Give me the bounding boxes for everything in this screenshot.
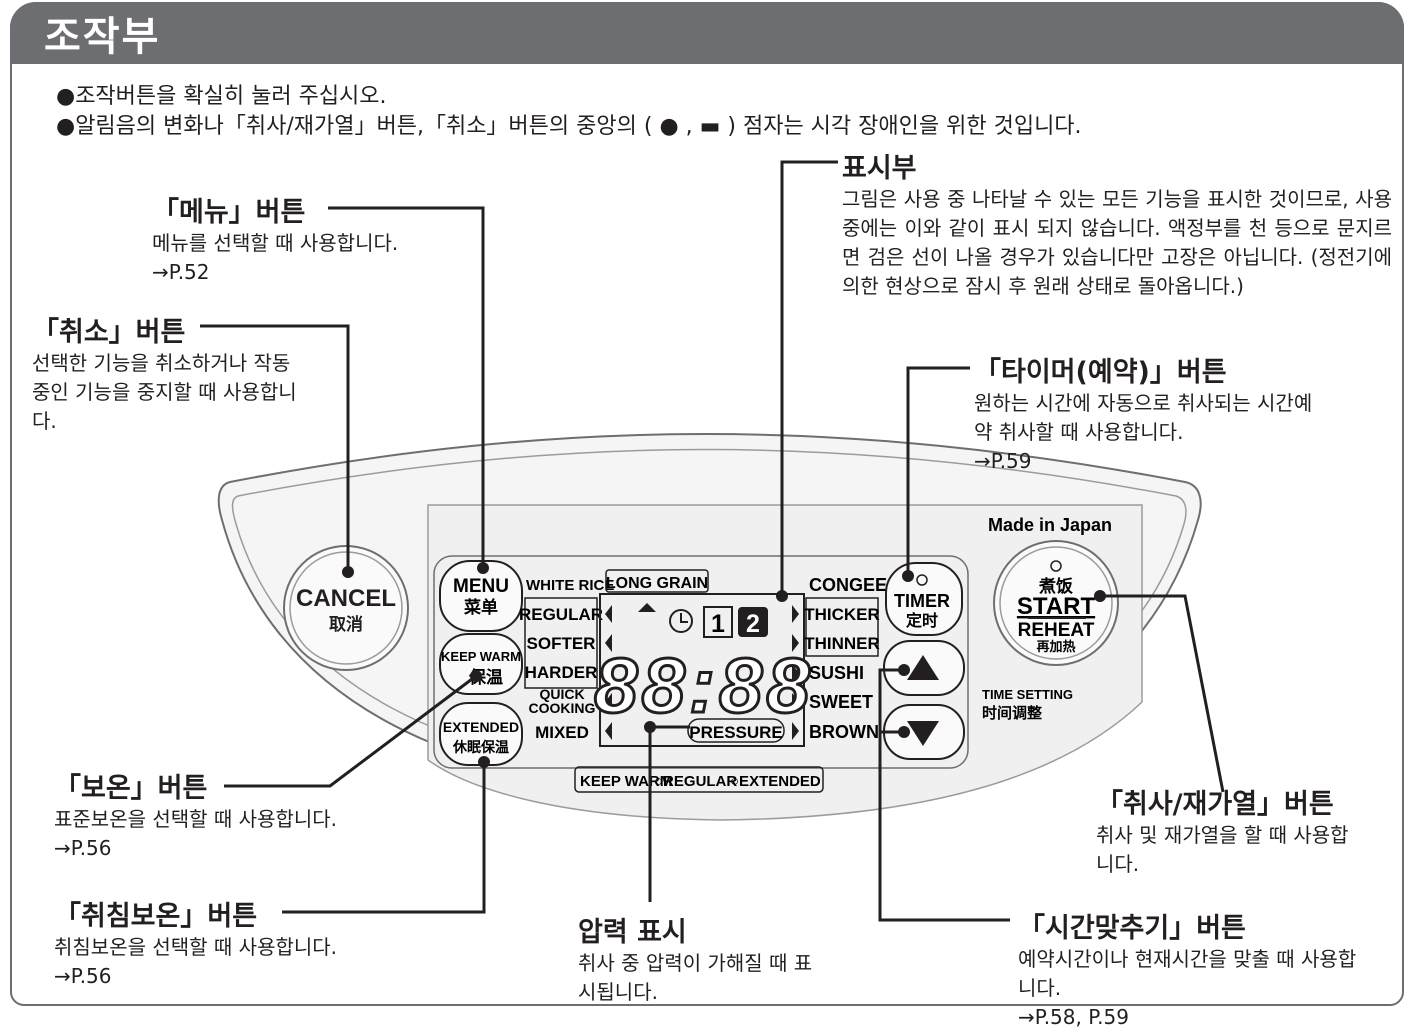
- callout-pressure-title: 압력 표시: [578, 917, 687, 948]
- svg-text:SOFTER: SOFTER: [527, 634, 596, 653]
- callout-timer-title: 「타이머(예약)」버튼: [974, 357, 1227, 388]
- svg-text:MIXED: MIXED: [535, 723, 589, 742]
- svg-text:菜单: 菜单: [463, 597, 498, 617]
- svg-text:THINNER: THINNER: [804, 634, 880, 653]
- svg-text:EXTENDED: EXTENDED: [443, 719, 519, 735]
- svg-text:○REGULAR: ○REGULAR: [654, 773, 737, 790]
- callout-start: 「취사/재가열」버튼 취사 및 재가열을 할 때 사용합니다.: [1096, 782, 1366, 879]
- callout-keepwarm-title: 「보온」버튼: [54, 773, 208, 804]
- callout-keepwarm: 「보온」버튼 표준보온을 선택할 때 사용합니다. →P.56: [54, 766, 434, 863]
- svg-text:休眠保温: 休眠保温: [452, 739, 509, 755]
- page-frame: [10, 2, 1404, 1006]
- cancel-button-cn: 取消: [329, 614, 363, 634]
- callout-menu-ref: →P.52: [152, 260, 210, 284]
- svg-text:SWEET: SWEET: [809, 692, 873, 712]
- svg-text:WHITE RICE: WHITE RICE: [526, 577, 614, 594]
- callout-extended-desc: 취침보온을 선택할 때 사용합니다.: [54, 935, 338, 959]
- control-panel-illustration: CANCEL 取消 MENU 菜单 KEEP WARM 保温 EXTENDED …: [200, 160, 1225, 922]
- svg-text:HARDER: HARDER: [525, 663, 598, 682]
- callout-pressure-desc: 취사 중 압력이 가해질 때 표시됩니다.: [578, 951, 813, 1004]
- section-title: 조작부: [44, 14, 161, 60]
- cancel-button-ring: [283, 545, 409, 671]
- callout-start-title: 「취사/재가열」버튼: [1096, 789, 1334, 820]
- cancel-button-en: CANCEL: [296, 585, 396, 612]
- callout-menu: 「메뉴」버튼 메뉴를 선택할 때 사용합니다. →P.52: [152, 190, 472, 287]
- callout-display-title: 표시부: [842, 153, 917, 184]
- callout-cancel-title: 「취소」버튼: [32, 317, 186, 348]
- callout-keepwarm-ref: →P.56: [54, 836, 112, 860]
- callout-timeset-title: 「시간맞추기」버튼: [1018, 913, 1246, 944]
- callout-display: 표시부 그림은 사용 중 나타날 수 있는 모든 기능을 표시한 것이므로, 사…: [842, 146, 1392, 301]
- svg-text:时间调整: 时间调整: [982, 704, 1042, 722]
- svg-text:再加热: 再加热: [1036, 639, 1075, 654]
- callout-pressure: 압력 표시 취사 중 압력이 가해질 때 표시됩니다.: [578, 910, 818, 1007]
- callout-keepwarm-desc: 표준보온을 선택할 때 사용합니다.: [54, 807, 338, 831]
- svg-text:COOKING: COOKING: [529, 700, 596, 716]
- triangle-down-icon: [907, 721, 939, 746]
- callout-extended-ref: →P.56: [54, 964, 112, 988]
- svg-text:MENU: MENU: [453, 576, 509, 597]
- svg-text:TIME SETTING: TIME SETTING: [982, 687, 1073, 702]
- section-header: [10, 2, 1404, 64]
- svg-text:TIMER: TIMER: [894, 591, 950, 611]
- callout-start-desc: 취사 및 재가열을 할 때 사용합니다.: [1096, 823, 1349, 876]
- note-press-firmly: ●조작버튼을 확실히 눌러 주십시오.: [56, 84, 387, 109]
- keepwarm-button-shape: [439, 633, 523, 695]
- callout-menu-title: 「메뉴」버튼: [152, 197, 306, 228]
- callout-cancel-desc: 선택한 기능을 취소하거나 작동 중인 기능을 중지할 때 사용합니다.: [32, 351, 297, 433]
- triangle-up-icon: [907, 655, 939, 680]
- svg-text:2: 2: [746, 610, 760, 638]
- callout-extended-title: 「취침보온」버튼: [54, 901, 258, 932]
- callout-timeset: 「시간맞추기」버튼 예약시간이나 현재시간을 맞출 때 사용합니다. →P.58…: [1018, 906, 1368, 1032]
- callout-timeset-ref: →P.58, P.59: [1018, 1005, 1129, 1029]
- callout-menu-desc: 메뉴를 선택할 때 사용합니다.: [152, 231, 399, 255]
- svg-text:1: 1: [711, 610, 725, 638]
- clock-icon: [669, 609, 693, 633]
- lcd-frame: [599, 593, 805, 747]
- svg-text:THICKER: THICKER: [804, 605, 880, 624]
- callout-extended: 「취침보온」버튼 취침보온을 선택할 때 사용합니다. →P.56: [54, 894, 434, 991]
- svg-text:BROWN: BROWN: [809, 722, 879, 742]
- lcd-time-digits: 88:88: [594, 641, 814, 729]
- svg-text:煮饭: 煮饭: [1038, 576, 1073, 596]
- svg-text:CONGEE: CONGEE: [809, 575, 887, 595]
- svg-text:QUICK: QUICK: [539, 686, 584, 702]
- svg-text:LONG GRAIN: LONG GRAIN: [606, 575, 708, 592]
- svg-text:KEEP WARM: KEEP WARM: [441, 649, 521, 664]
- start-button-ring: [993, 540, 1119, 666]
- svg-text:PRESSURE: PRESSURE: [689, 723, 783, 742]
- callout-cancel: 「취소」버튼 선택한 기능을 취소하거나 작동 중인 기능을 중지할 때 사용합…: [32, 310, 302, 436]
- svg-text:定时: 定时: [905, 611, 938, 630]
- callout-display-desc: 그림은 사용 중 나타날 수 있는 모든 기능을 표시한 것이므로, 사용 중에…: [842, 187, 1392, 298]
- svg-text:START: START: [1017, 593, 1096, 620]
- menu-button-shape: [439, 560, 523, 632]
- callout-timer-ref: →P.59: [974, 449, 1032, 473]
- svg-text:○EXTENDED: ○EXTENDED: [730, 773, 821, 790]
- callout-timeset-desc: 예약시간이나 현재시간을 맞출 때 사용합니다.: [1018, 947, 1357, 1000]
- svg-text:REHEAT: REHEAT: [1018, 620, 1095, 641]
- callout-timer: 「타이머(예약)」버튼 원하는 시간에 자동으로 취사되는 시간예약 취사할 때…: [974, 350, 1314, 476]
- svg-text:Made in Japan: Made in Japan: [988, 515, 1112, 535]
- svg-text:SUSHI: SUSHI: [809, 663, 864, 683]
- svg-text:REGULAR: REGULAR: [519, 605, 603, 624]
- pressure-indicator-box: [687, 718, 785, 743]
- callout-timer-desc: 원하는 시간에 자동으로 취사되는 시간예약 취사할 때 사용합니다.: [974, 391, 1313, 444]
- note-braille: ●알림음의 변화나「취사/재가열」버튼,「취소」버튼의 중앙의 ( ● , ▬ …: [56, 114, 1082, 139]
